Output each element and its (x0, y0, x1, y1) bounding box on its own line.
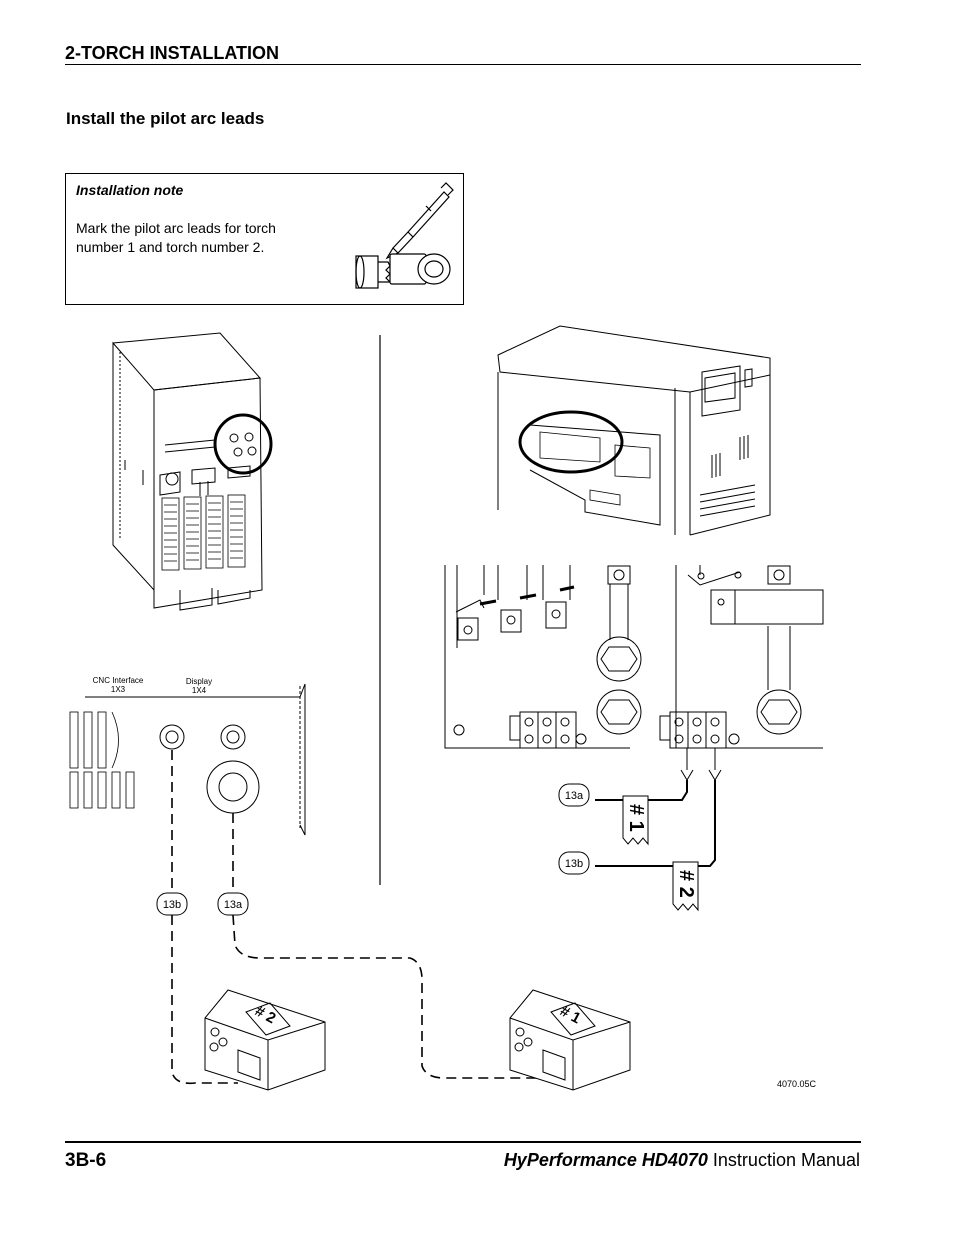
pen-and-tape-icon (355, 182, 454, 289)
power-supply-side-view (497, 325, 771, 536)
torch-box-1 (509, 989, 631, 1091)
display-id: 1X4 (192, 686, 207, 695)
page-number: 3B-6 (65, 1150, 107, 1171)
section-title: 2-TORCH INSTALLATION (65, 43, 279, 63)
power-supply-rear-view (112, 332, 273, 611)
tag-2-right: # 2 (675, 870, 697, 898)
rear-connector-detail (69, 683, 545, 1085)
callout-13b-left-text: 13b (163, 899, 181, 911)
product-name: HyPerformance HD4070 (503, 1150, 708, 1170)
callout-13b-right-text: 13b (565, 858, 583, 870)
terminal-board-detail (444, 565, 824, 912)
manual-title: HyPerformance HD4070 Instruction Manual (504, 1150, 860, 1171)
page-subtitle: Install the pilot arc leads (66, 109, 265, 128)
manual-suffix: Instruction Manual (707, 1150, 860, 1170)
figure-id: 4070.05C (777, 1079, 817, 1089)
tag-1-right: # 1 (625, 804, 647, 832)
note-text: Mark the pilot arc leads for torch numbe… (76, 220, 276, 255)
cnc-interface-id: 1X3 (111, 685, 126, 694)
torch-box-2 (204, 989, 326, 1091)
note-title: Installation note (76, 182, 184, 198)
callout-13b-right (558, 851, 590, 875)
callout-13a-right-text: 13a (565, 790, 584, 802)
callout-13b-left (156, 892, 188, 916)
callout-13a-right (558, 783, 590, 807)
header-rule (65, 64, 861, 65)
cnc-interface-label: CNC Interface (93, 676, 144, 685)
display-label: Display (186, 677, 212, 686)
footer-rule (65, 1141, 861, 1143)
installation-note-box: Installation note Mark the pilot arc lea… (65, 173, 464, 305)
callout-13a-left-text: 13a (224, 899, 243, 911)
callout-13a-left (217, 892, 249, 916)
